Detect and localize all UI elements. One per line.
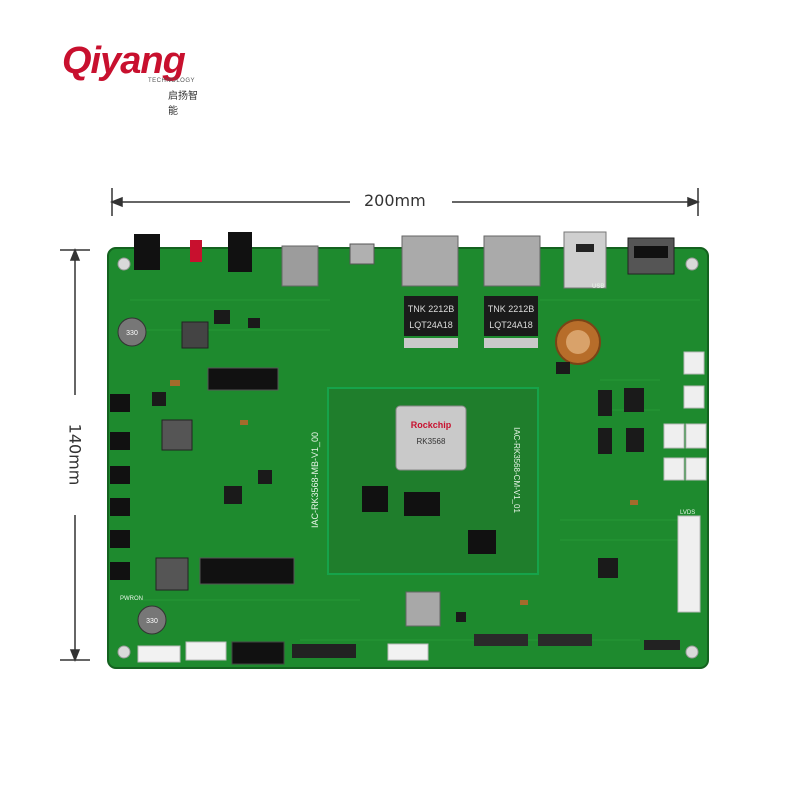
svg-text:330: 330 xyxy=(126,330,138,337)
ffc-connector-1 xyxy=(474,634,528,646)
svg-text:Rockchip: Rockchip xyxy=(411,420,452,430)
inductor-2 xyxy=(161,419,193,451)
capacitor-top xyxy=(117,317,147,347)
m2-slot-top xyxy=(207,367,279,391)
qiyang-logo: Qiyang TECHNOLOGY 启扬智能 xyxy=(62,40,202,117)
rk3568-soc xyxy=(395,405,467,471)
ethernet-port-1 xyxy=(401,235,459,287)
svg-text:LQT24A18: LQT24A18 xyxy=(409,320,453,330)
svg-text:IAC-RK3568-MB-V1_00: IAC-RK3568-MB-V1_00 xyxy=(310,432,320,528)
svg-text:TNK 2212B: TNK 2212B xyxy=(408,304,455,314)
svg-text:PWRON: PWRON xyxy=(120,596,143,602)
svg-text:TNK 2212B: TNK 2212B xyxy=(488,304,535,314)
eth-chip-1 xyxy=(404,296,458,336)
svg-text:LVDS: LVDS xyxy=(680,510,695,516)
svg-text:RK3568: RK3568 xyxy=(417,437,446,446)
usb-port xyxy=(563,231,607,289)
svg-text:USB: USB xyxy=(592,284,604,290)
logo-brand: Qiyang xyxy=(62,40,186,83)
sd-slot xyxy=(281,245,319,287)
width-dimension xyxy=(109,188,701,216)
height-label: 140mm xyxy=(65,417,85,492)
logo-chinese: 启扬智能 xyxy=(168,91,198,117)
logo-tagline: TECHNOLOGY xyxy=(148,78,196,84)
dc-jack-2 xyxy=(228,232,252,272)
power-switch xyxy=(190,240,202,262)
eth-chip-2 xyxy=(484,296,538,336)
capacitor-bottom xyxy=(137,605,167,635)
pcb: TNK 2212B LQT24A18 TNK 2212B LQT24A18 33… xyxy=(107,231,709,669)
ethernet-port-2 xyxy=(483,235,541,287)
lvds-connector xyxy=(677,515,701,613)
inductor-3 xyxy=(155,557,189,591)
m2-slot-bottom xyxy=(199,557,295,585)
memory-chip-1 xyxy=(362,486,388,512)
memory-chip-2 xyxy=(404,492,440,516)
ffc-connector-2 xyxy=(538,634,592,646)
pin-header xyxy=(292,644,356,658)
sata-port xyxy=(231,641,285,665)
inductor-1 xyxy=(181,321,209,349)
svg-text:330: 330 xyxy=(146,618,158,625)
wifi-module xyxy=(405,591,441,627)
usb-c-port xyxy=(349,243,375,265)
dc-jack xyxy=(134,234,160,270)
svg-text:IAC-RK3568-CM-V1_01: IAC-RK3568-CM-V1_01 xyxy=(512,427,521,513)
svg-text:LQT24A18: LQT24A18 xyxy=(489,320,533,330)
height-dimension xyxy=(60,247,90,663)
emmc-chip xyxy=(468,530,496,554)
ffc-connector-3 xyxy=(644,640,680,650)
width-label: 200mm xyxy=(358,191,432,210)
logo-text: Qiyang xyxy=(62,40,186,82)
